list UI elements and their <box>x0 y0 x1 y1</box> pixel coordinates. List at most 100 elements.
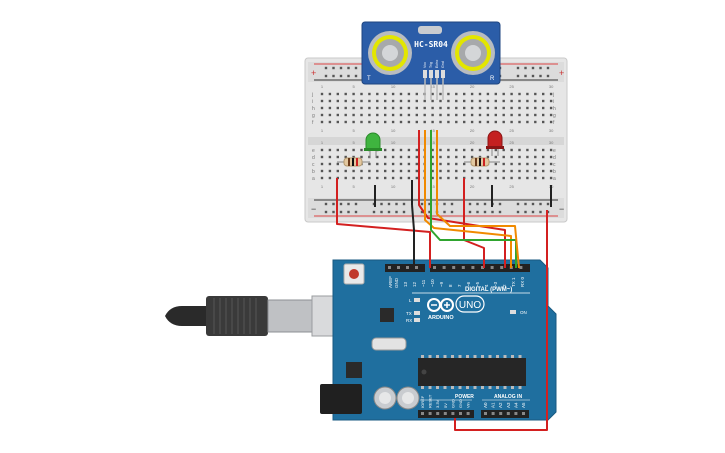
capacitor-2 <box>396 386 420 410</box>
arduino-logo-icon <box>427 298 454 312</box>
row-letter: g <box>312 113 315 119</box>
row-letter: d <box>553 155 556 161</box>
rx-led-label: RX <box>406 318 412 323</box>
row-letter: f <box>312 120 314 126</box>
row-letter: b <box>553 169 556 175</box>
aref-label: AREF <box>388 276 393 288</box>
digital-pin-label: 7 <box>457 284 462 287</box>
resistor-2[interactable] <box>464 157 500 167</box>
column-number: 10 <box>391 128 396 133</box>
tx-led-indicator <box>414 311 420 315</box>
rail-plus-label: + <box>311 68 316 78</box>
on-led-label: ON <box>520 310 527 315</box>
row-letter: e <box>553 148 556 154</box>
usb-cable[interactable] <box>165 295 355 337</box>
column-number: 30 <box>549 140 554 145</box>
analog-in-label: ANALOG IN <box>494 394 522 400</box>
column-number: 10 <box>391 184 396 189</box>
digital-header-right <box>430 264 530 272</box>
wires <box>336 130 548 431</box>
rail-minus-label: − <box>559 204 564 214</box>
analog-pin-label: A4 <box>513 402 518 408</box>
wire-orange-2[interactable] <box>436 130 520 269</box>
wire-red-sensor[interactable] <box>418 130 506 268</box>
column-number: 10 <box>391 140 396 145</box>
l-led-indicator <box>414 298 420 302</box>
sensor-pin-label: Echo <box>435 60 439 68</box>
digital-pin-label: ~6 <box>466 281 471 287</box>
analog-pin-label: A5 <box>521 402 526 408</box>
wire-orange-trig[interactable] <box>424 130 512 268</box>
digital-header-left <box>385 264 425 272</box>
transducer-left-icon <box>368 31 412 75</box>
sensor-model-label: HC-SR04 <box>414 40 448 49</box>
wire-red-5v[interactable] <box>454 210 548 431</box>
row-letter: d <box>312 155 315 161</box>
reset-button[interactable] <box>343 263 365 285</box>
wire-green-echo[interactable] <box>430 130 517 268</box>
digital-pin-label: ~5 <box>475 281 480 287</box>
row-letter: h <box>312 106 315 112</box>
tx-led-label: TX <box>406 311 412 316</box>
column-number: 15 <box>430 84 435 89</box>
column-number: 30 <box>549 84 554 89</box>
row-letter: a <box>553 176 556 182</box>
column-number: 1 <box>321 140 324 145</box>
rail-minus-label: − <box>311 204 316 214</box>
wire-red-led2[interactable] <box>463 178 485 268</box>
analog-pin-label: A3 <box>506 402 511 408</box>
uno-label: UNO <box>459 300 481 311</box>
power-pin-label: IOREF <box>420 395 425 408</box>
sensor-pin-label: Gnd <box>441 61 445 68</box>
analog-pin-label: A1 <box>491 402 496 408</box>
analog-pin-label: A0 <box>483 402 488 408</box>
voltage-regulator <box>346 362 362 378</box>
column-number: 15 <box>430 128 435 133</box>
gnd-label: GND <box>394 277 399 288</box>
column-number: 20 <box>470 140 475 145</box>
digital-pin-label: 4 <box>484 284 489 287</box>
rx-led-indicator <box>414 318 420 322</box>
power-pin-label: GND <box>450 399 455 408</box>
wire-red-led1[interactable] <box>336 178 431 268</box>
column-number: 1 <box>321 184 324 189</box>
column-number: 5 <box>352 140 355 145</box>
sensor-pin-label: Vcc <box>423 62 427 68</box>
led-green[interactable] <box>364 132 382 158</box>
wire-black-gnd[interactable] <box>411 204 415 268</box>
column-number: 25 <box>509 184 514 189</box>
row-letter: c <box>553 162 556 168</box>
atmega-chip <box>418 355 526 389</box>
column-number: 20 <box>470 84 475 89</box>
analog-header <box>481 410 529 418</box>
led-red[interactable] <box>486 130 504 156</box>
sensor-pin-label: Trig <box>429 62 433 68</box>
column-number: 15 <box>430 184 435 189</box>
digital-pin-label: 2 <box>502 284 507 287</box>
row-letter: i <box>312 99 313 105</box>
row-letter: b <box>312 169 315 175</box>
row-letter: c <box>312 162 315 168</box>
crystal <box>371 337 407 351</box>
capacitor-1 <box>373 386 397 410</box>
digital-pin-label: 13 <box>403 281 408 287</box>
column-number: 20 <box>470 184 475 189</box>
transducer-right-icon <box>451 31 495 75</box>
dc-power-jack[interactable] <box>320 384 362 414</box>
on-led-indicator <box>510 310 516 314</box>
column-number: 30 <box>549 128 554 133</box>
breadboard-column-numbers: 1111555510101010151515152020202025252525… <box>321 84 554 189</box>
row-letter: h <box>553 106 556 112</box>
digital-pin-label: RX 0 <box>520 276 525 287</box>
digital-pin-label: 8 <box>448 284 453 287</box>
row-letter: g <box>553 113 556 119</box>
resistor-1[interactable] <box>337 157 370 167</box>
digital-pin-label: ~9 <box>439 281 444 287</box>
